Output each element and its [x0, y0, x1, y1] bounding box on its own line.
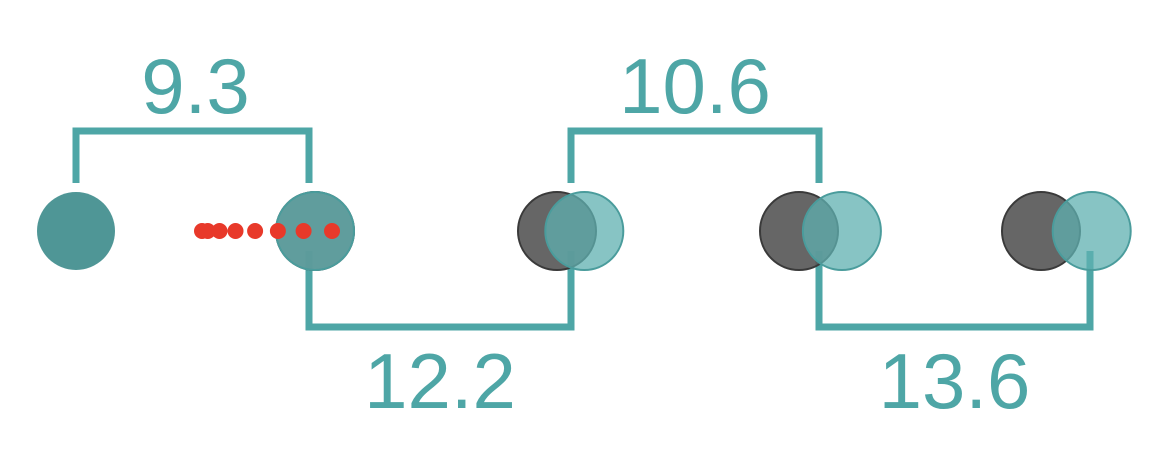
moving-marker-2	[275, 191, 355, 271]
bracket-group	[72, 127, 1094, 331]
trail-dot-6	[269, 223, 286, 239]
gap-label-2: 12.2	[364, 337, 516, 425]
trail-dot-5	[247, 223, 264, 239]
marker-group	[37, 191, 1132, 271]
gap-label-3: 10.6	[619, 42, 771, 130]
motion-trail	[194, 223, 340, 239]
trail-dot-3	[211, 223, 228, 239]
moving-marker-1	[37, 192, 115, 270]
trail-dot-2	[199, 223, 216, 239]
gap-bracket-2	[305, 251, 575, 331]
trail-dot-4	[227, 223, 244, 239]
moving-marker-4	[801, 191, 882, 271]
gap-label-1: 9.3	[141, 42, 249, 130]
trail-dot-7	[295, 223, 312, 239]
gap-label-4: 13.6	[879, 337, 1031, 425]
gap-bracket-1	[72, 127, 313, 183]
moving-marker-3	[544, 191, 625, 271]
moving-marker-5	[1051, 191, 1132, 271]
gap-bracket-4	[815, 251, 1094, 331]
trail-dot-8	[324, 223, 340, 239]
gap-bracket-3	[567, 127, 823, 183]
gap-label-group: 9.3 12.2 10.6 13.6	[141, 42, 1030, 425]
